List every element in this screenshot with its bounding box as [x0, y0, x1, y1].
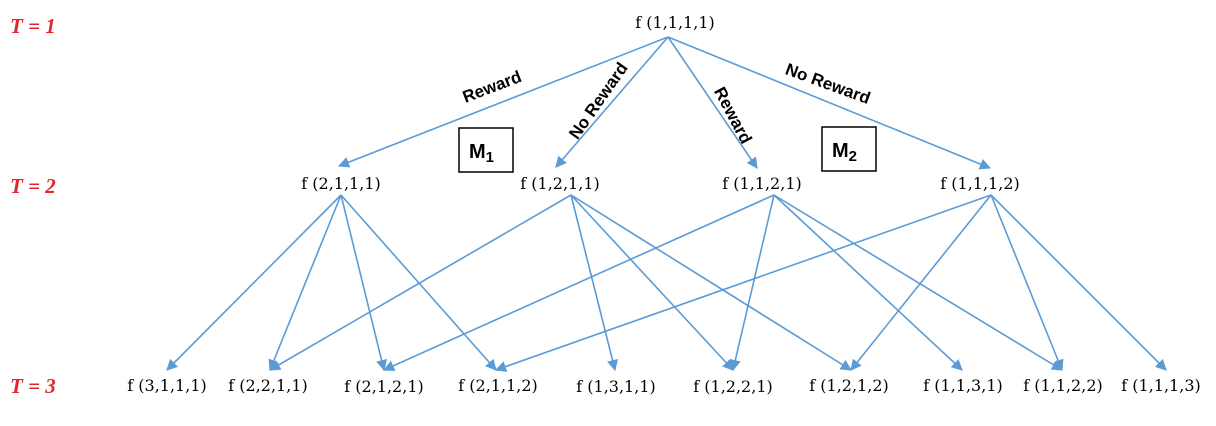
edge-level2-3-to-level3-6: [729, 194, 775, 372]
level3-node-10: f (1,1,1,3): [1121, 376, 1200, 395]
level-label-t2: T = 2: [10, 174, 56, 198]
level3-node-9: f (1,1,2,2): [1023, 376, 1102, 395]
edge-level2-2-to-level3-6: [570, 194, 734, 371]
root-node: f (1,1,1,1): [635, 13, 714, 32]
level2-node-1: f (2,1,1,1): [301, 174, 380, 193]
edges: [166, 36, 1167, 372]
edge-label-no-reward-1: No Reward: [565, 59, 631, 143]
level3-node-3: f (2,1,2,1): [344, 377, 423, 396]
model-m2-label: M: [832, 140, 849, 162]
edge-root-to-level2-1: [337, 36, 669, 168]
edge-level2-4-to-level3-9: [990, 194, 1064, 372]
edge-level2-4-to-level3-10: [990, 194, 1167, 371]
edge-level2-2-to-level3-7: [570, 194, 852, 371]
edge-level2-4-to-level3-4: [494, 194, 992, 372]
model-box-m2: M2: [821, 126, 877, 172]
edge-level2-4-to-level3-7: [850, 194, 992, 371]
edge-level2-3-to-level3-3: [382, 194, 775, 371]
level3-node-6: f (1,2,2,1): [693, 377, 772, 396]
model-m1-label: M: [469, 141, 486, 163]
svg-text:M2: M2: [832, 140, 857, 165]
svg-text:M1: M1: [469, 141, 494, 166]
level2-node-3: f (1,1,2,1): [722, 174, 801, 193]
level-label-t3: T = 3: [10, 374, 56, 398]
model-box-m1: M1: [458, 127, 514, 173]
edge-label-reward-2: Reward: [710, 84, 756, 147]
edge-level2-2-to-level3-5: [570, 194, 618, 372]
level2-node-4: f (1,1,1,2): [940, 174, 1019, 193]
edge-level2-1-to-level3-2: [268, 194, 342, 372]
edge-level2-3-to-level3-8: [773, 194, 963, 371]
edge-root-to-level2-3: [667, 36, 758, 169]
model-m2-subscript: 2: [849, 148, 857, 165]
level3-node-2: f (2,2,1,1): [228, 376, 307, 395]
level3-node-5: f (1,3,1,1): [576, 377, 655, 396]
edge-level2-1-to-level3-4: [340, 194, 497, 371]
model-m1-subscript: 1: [486, 149, 494, 166]
edge-level2-1-to-level3-3: [340, 194, 388, 372]
edge-level2-1-to-level3-1: [166, 194, 342, 371]
edge-level2-2-to-level3-2: [269, 194, 572, 371]
level3-node-7: f (1,2,1,2): [809, 376, 888, 395]
edge-root-to-level2-2: [555, 36, 669, 168]
edge-label-reward-1: Reward: [460, 67, 524, 107]
edge-label-no-reward-2: No Reward: [783, 60, 873, 108]
level-label-t1: T = 1: [10, 14, 56, 38]
level3-node-4: f (2,1,1,2): [458, 376, 537, 395]
level3-node-8: f (1,1,3,1): [923, 376, 1002, 395]
level2-node-2: f (1,2,1,1): [520, 174, 599, 193]
edge-level2-3-to-level3-9: [773, 194, 1063, 371]
level3-node-1: f (3,1,1,1): [127, 376, 206, 395]
edge-root-to-level2-4: [667, 36, 992, 170]
